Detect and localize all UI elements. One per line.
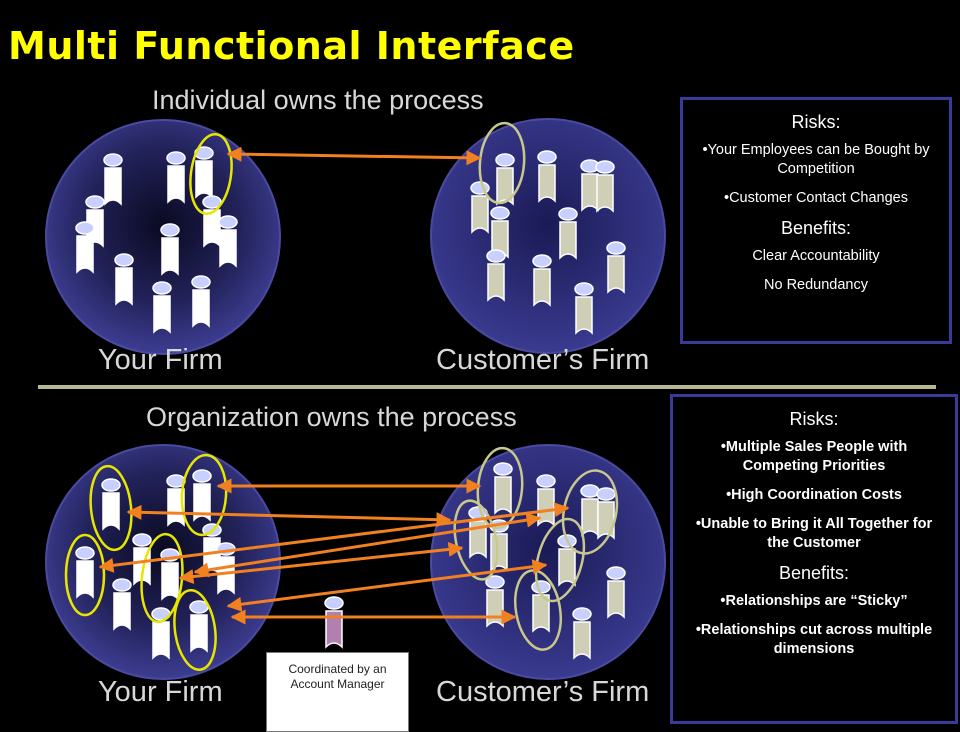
bottom-subtitle: Organization owns the process (146, 402, 517, 432)
customer-person (572, 607, 592, 660)
customer-person (606, 241, 626, 294)
your-firm-person (151, 607, 171, 660)
top-benefit-item: No Redundancy (764, 277, 868, 293)
bottom-risk-item: •Multiple Sales People with Competing Pr… (720, 439, 908, 474)
top-risks-benefits-box: Risks: •Your Employees can be Bought by … (680, 97, 952, 344)
your-firm-person (152, 281, 172, 334)
your-firm-person (112, 578, 132, 631)
customer-person (595, 160, 615, 213)
customer-person (580, 484, 600, 537)
your-firm-person (103, 153, 123, 206)
your-firm-person (114, 253, 134, 306)
bottom-benefit-item: •Relationships cut across multiple dimen… (695, 622, 933, 657)
customer-person (537, 150, 557, 203)
connection-arrows (98, 146, 570, 625)
connection-arrow (226, 146, 482, 166)
top-benefit-item: Clear Accountability (752, 248, 880, 264)
slide-title: Multi Functional Interface (8, 24, 575, 68)
your-firm-person (101, 478, 121, 531)
top-risks-title: Risks: (791, 112, 841, 132)
bottom-benefits-title: Benefits: (778, 563, 850, 583)
customer-person (606, 566, 626, 619)
bottom-risk-item: •High Coordination Costs (726, 487, 902, 503)
your-firm-person (202, 195, 222, 248)
top-risk-item: •Customer Contact Changes (724, 190, 908, 206)
top-customer-firm-label: Customer’s Firm (436, 344, 650, 376)
customer-person (486, 249, 506, 302)
account-manager-label: Coordinated by an Account Manager (266, 652, 409, 732)
your-firm-person (160, 223, 180, 276)
customer-person (574, 282, 594, 335)
account-manager-person (324, 596, 344, 649)
top-your-firm-label: Your Firm (98, 344, 223, 376)
your-firm-person (75, 546, 95, 599)
bottom-your-firm-label: Your Firm (98, 676, 223, 708)
your-firm-person (218, 215, 238, 268)
customer-person (596, 487, 616, 540)
top-benefits-title: Benefits: (780, 218, 852, 238)
highlight-ring (64, 533, 106, 617)
customer-person (470, 181, 490, 234)
customer-person (531, 580, 551, 633)
customer-person (532, 254, 552, 307)
your-firm-person (75, 221, 95, 274)
top-risk-item: •Your Employees can be Bought by Competi… (702, 142, 930, 177)
bottom-risks-title: Risks: (789, 409, 839, 429)
bottom-customer-firm-label: Customer’s Firm (436, 676, 650, 708)
connection-arrow (226, 559, 548, 612)
highlight-ring (173, 589, 217, 671)
highlight-ring (189, 133, 233, 215)
bottom-risks-benefits-box: Risks: •Multiple Sales People with Compe… (670, 394, 958, 724)
your-firm-person (191, 275, 211, 328)
your-firm-person (194, 146, 214, 199)
bottom-risk-item: •Unable to Bring it All Together for the… (695, 516, 933, 551)
customer-person (468, 506, 488, 559)
customer-person (493, 462, 513, 515)
your-firm-person (166, 151, 186, 204)
your-firm-person (189, 600, 209, 653)
customer-person (558, 207, 578, 260)
top-subtitle: Individual owns the process (152, 85, 484, 115)
bottom-benefit-item: •Relationships are “Sticky” (720, 593, 908, 609)
